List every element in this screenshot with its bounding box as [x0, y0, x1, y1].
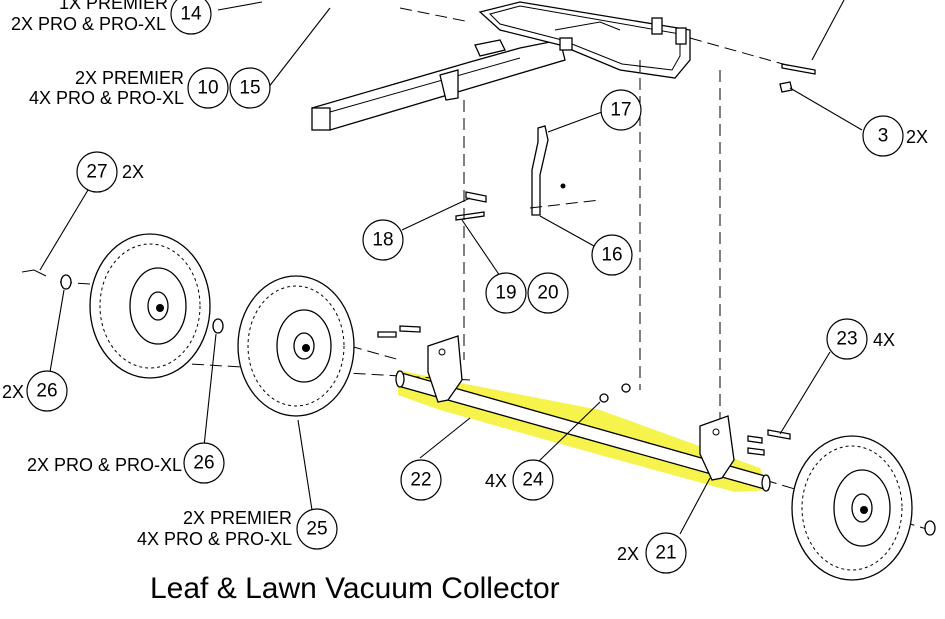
bolt-18	[465, 191, 487, 203]
callout-23: 23	[826, 318, 868, 360]
callout-14: 14	[170, 0, 212, 35]
wheel-right	[791, 435, 913, 581]
callout-24: 24	[512, 459, 554, 501]
svg-text:15: 15	[239, 78, 260, 99]
bolt-19	[455, 211, 485, 221]
svg-text:17: 17	[610, 100, 631, 121]
callout-27: 27	[76, 151, 118, 193]
callout-10: 10	[187, 67, 229, 109]
callout-16: 16	[591, 234, 633, 276]
note-25-line2: 4X PRO & PRO-XL	[137, 529, 292, 549]
note-14-line2: 2X PRO & PRO-XL	[11, 14, 166, 34]
note-26-mid: 2X PRO & PRO-XL	[27, 455, 182, 475]
note-10-line2: 4X PRO & PRO-XL	[29, 88, 184, 108]
note-27: 2X	[122, 162, 144, 182]
svg-text:26: 26	[193, 453, 214, 474]
note-21: 2X	[617, 544, 639, 564]
callout-19: 19	[485, 272, 527, 314]
svg-text:25: 25	[306, 519, 327, 540]
bolt-upper-left	[377, 331, 397, 338]
svg-text:16: 16	[601, 245, 622, 266]
svg-text:23: 23	[836, 329, 857, 350]
svg-text:20: 20	[537, 283, 558, 304]
bolt-23c	[747, 447, 765, 456]
note-14-line1: 1X PREMIER	[59, 0, 168, 13]
callout-22: 22	[400, 459, 442, 501]
washer-26a	[60, 274, 72, 290]
bracket-17	[531, 125, 549, 216]
svg-text:26: 26	[36, 381, 57, 402]
callout-21: 21	[645, 532, 687, 574]
bolt-23a	[747, 435, 763, 444]
wheel-left-front	[237, 275, 355, 417]
callout-15: 15	[229, 67, 271, 109]
svg-text:21: 21	[655, 543, 676, 564]
svg-text:10: 10	[197, 78, 218, 99]
note-24: 4X	[485, 471, 507, 491]
note-23: 4X	[873, 330, 895, 350]
note-26-left: 2X	[2, 382, 24, 402]
wheel-left-rear	[89, 233, 211, 379]
washer-26c	[924, 520, 936, 536]
cotter-pin-27	[21, 269, 47, 277]
bolt-23b	[767, 429, 791, 440]
svg-text:14: 14	[180, 4, 202, 25]
callout-3: 3	[862, 115, 904, 157]
frame-assembly	[311, 1, 691, 131]
note-10-line1: 2X PREMIER	[75, 68, 184, 88]
pin-3-upper	[781, 63, 816, 75]
washer-26b	[212, 318, 224, 334]
leader-lines	[39, 0, 863, 535]
svg-text:3: 3	[878, 126, 889, 147]
callout-18: 18	[362, 219, 404, 261]
svg-text:24: 24	[522, 470, 544, 491]
svg-text:19: 19	[495, 283, 516, 304]
note-25-line1: 2X PREMIER	[183, 508, 292, 528]
note-3: 2X	[906, 127, 928, 147]
nut-24b	[621, 383, 631, 393]
svg-text:18: 18	[372, 230, 393, 251]
callout-26-left: 26	[26, 370, 68, 412]
callout-25: 25	[296, 508, 338, 550]
bolt-upper-left-2	[399, 325, 421, 333]
diagram-caption: Leaf & Lawn Vacuum Collector	[150, 572, 560, 605]
svg-text:27: 27	[86, 162, 107, 183]
callout-17: 17	[600, 89, 642, 131]
svg-text:22: 22	[410, 470, 431, 491]
callout-26-mid: 26	[183, 442, 225, 484]
nut	[560, 183, 566, 189]
nut-24a	[599, 393, 609, 403]
callout-20: 20	[527, 272, 569, 314]
pin-3-lower	[779, 81, 793, 93]
axle-22	[395, 335, 771, 492]
